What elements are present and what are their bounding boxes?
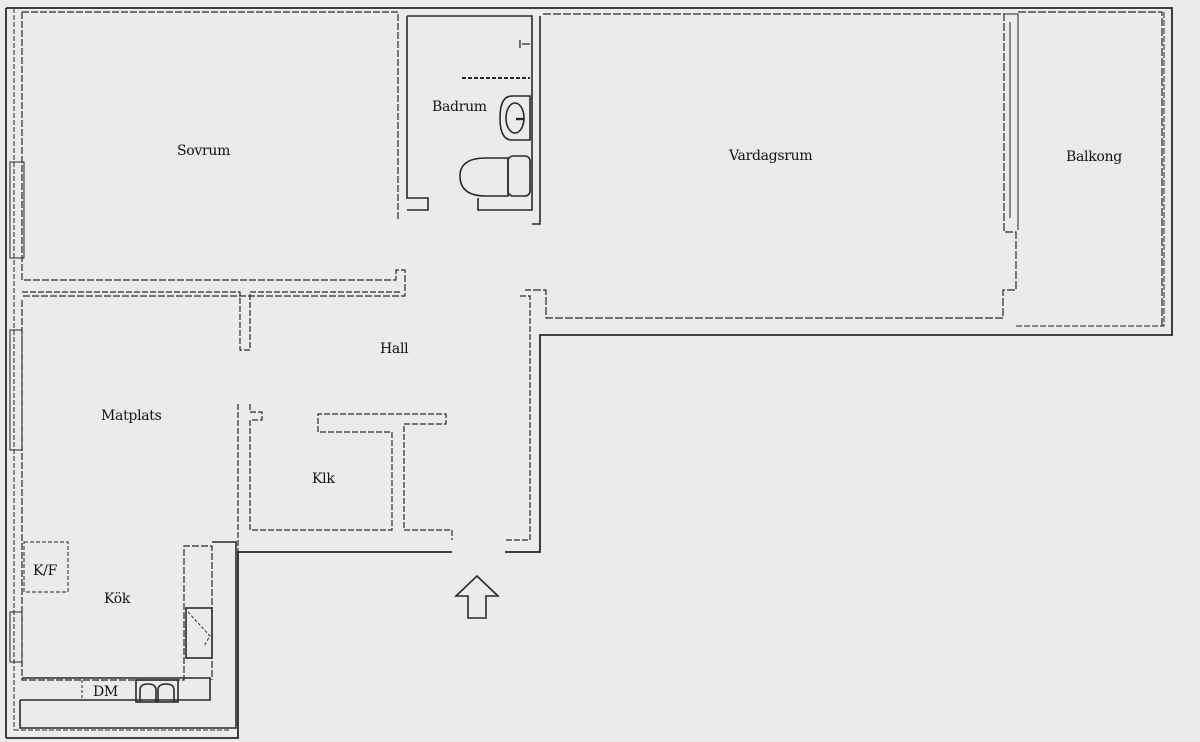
kitchen-sink-icon [135, 679, 179, 703]
room-label-balkong: Balkong [1066, 149, 1122, 165]
room-label-vardagsrum: Vardagsrum [729, 148, 813, 164]
fixture-label-kf: K/F [33, 563, 57, 579]
kitchen-walls [21, 300, 213, 681]
room-label-badrum: Badrum [432, 99, 487, 115]
stove [185, 607, 213, 659]
room-label-kok: Kök [104, 591, 131, 607]
hall-walls [22, 291, 531, 541]
window [9, 329, 23, 451]
toilet-icon [459, 157, 509, 197]
vardagsrum-walls [525, 13, 1017, 319]
outer-wall [5, 7, 1173, 739]
kf-box [23, 541, 69, 593]
entrance-arrow-icon [454, 574, 500, 619]
room-label-sovrum: Sovrum [177, 143, 231, 159]
balkong-walls [1018, 11, 1163, 326]
window [9, 611, 23, 663]
room-label-klk: Klk [312, 471, 335, 487]
room-label-hall: Hall [380, 341, 409, 357]
sovrum-walls [21, 11, 406, 297]
room-label-matplats: Matplats [101, 408, 162, 424]
badrum-walls [406, 15, 541, 225]
fixture-label-dm: DM [93, 684, 118, 700]
washbasin-icon [499, 95, 531, 141]
window [9, 161, 25, 259]
